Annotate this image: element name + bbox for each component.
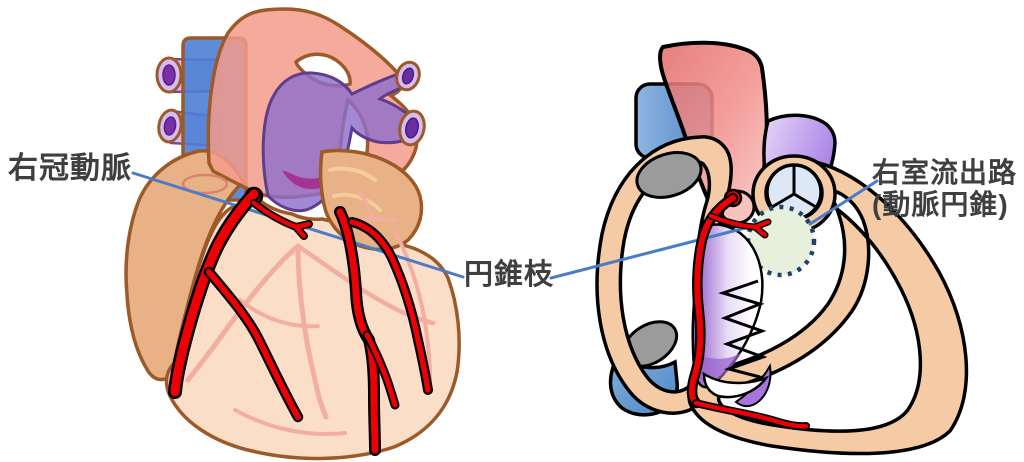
left-ventricle-wall bbox=[687, 157, 969, 456]
label-right-coronary-artery: 右冠動脈 bbox=[8, 152, 132, 185]
label-conus-branch: 円錐枝 bbox=[464, 259, 555, 291]
aorta-wall-cut bbox=[181, 173, 229, 195]
leader-rvot bbox=[808, 179, 879, 226]
label-rvot-line1: 右室流出路 bbox=[872, 157, 1018, 188]
pulmonary-artery-cut-end bbox=[395, 60, 421, 92]
label-rvot-line2: (動脈円錐) bbox=[872, 189, 1009, 221]
chordae-tendineae bbox=[718, 279, 768, 379]
label-rvot: 右室流出路 (動脈円錐) bbox=[872, 157, 1017, 222]
coronary-arteries-anterior bbox=[175, 186, 428, 450]
right-atrium bbox=[124, 149, 246, 382]
svc-opening bbox=[635, 151, 703, 199]
pulmonary-artery-cut-end bbox=[398, 109, 426, 147]
cardiac-veins bbox=[185, 192, 436, 436]
heart-cross-section-view bbox=[595, 40, 969, 456]
pulmonary-vein-cut-end bbox=[155, 56, 183, 94]
pulmonary-vein-cut-end bbox=[157, 108, 183, 144]
coronary-arteries-section bbox=[692, 188, 806, 426]
leader-conus-to-section bbox=[549, 226, 747, 280]
tricuspid-valve bbox=[691, 223, 772, 408]
